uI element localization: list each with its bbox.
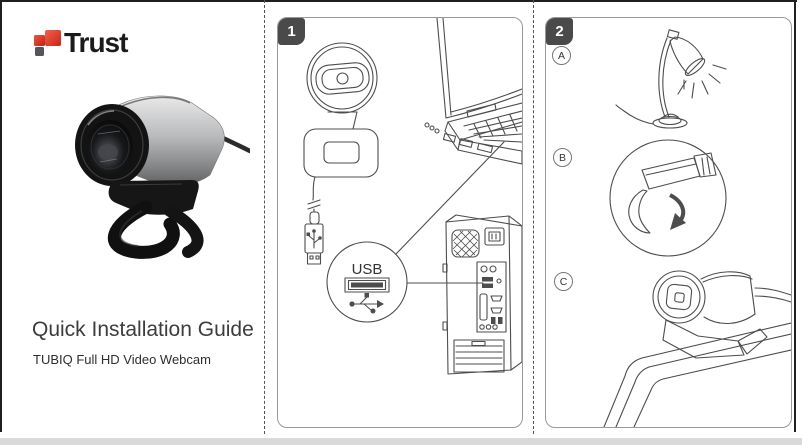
step-label-a: A (552, 46, 571, 65)
scan-bottom-strip (0, 438, 802, 445)
scan-edge-right (794, 0, 796, 432)
fold-cut-line-2 (533, 0, 534, 434)
webcam-front-illustration (303, 42, 379, 178)
trust-logo-pixel-icon (33, 29, 61, 57)
step-2-panel: 2 A B C (545, 17, 792, 428)
webcam-product-photo (75, 95, 250, 259)
step-2-badge: 2 (546, 18, 573, 45)
usb-cable-plug-illustration (304, 176, 324, 265)
guide-title: Quick Installation Guide (32, 318, 254, 341)
step-1-badge: 1 (278, 18, 305, 45)
laptop-illustration (424, 18, 522, 165)
clip-rotation-illustration (609, 139, 727, 257)
step-1-panel: 1 (277, 17, 523, 428)
callout-line-laptop (395, 141, 505, 255)
usb-label: USB (352, 261, 383, 278)
desk-lamp-illustration (615, 29, 727, 129)
usb-callout-circle: USB (326, 241, 408, 323)
scan-edge-left (0, 0, 2, 432)
trust-logo-text: Trust (64, 27, 128, 58)
product-name: TUBIQ Full HD Video Webcam (33, 352, 211, 367)
placement-steps-art (603, 29, 791, 427)
usb-trident-icon (349, 293, 384, 314)
usb-trident-icon (306, 229, 322, 249)
pc-tower-illustration (442, 214, 522, 375)
webcam-on-monitor-illustration (603, 270, 791, 427)
step-label-b: B (553, 148, 572, 167)
usb-port-icon (344, 277, 390, 293)
connection-diagram: USB (303, 18, 522, 375)
fold-cut-line-1 (264, 0, 265, 434)
trust-logo: Trust (33, 27, 128, 58)
step-label-c: C (554, 272, 573, 291)
scan-edge-top (0, 0, 797, 2)
